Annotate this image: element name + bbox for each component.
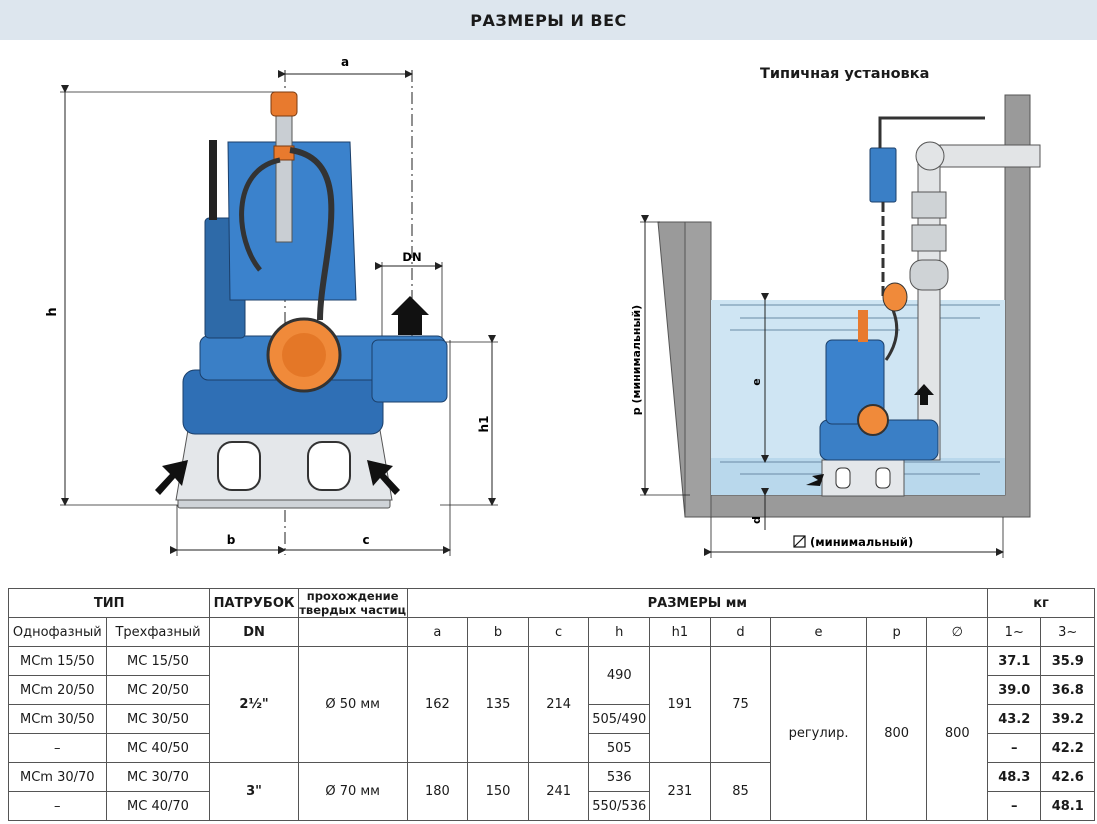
cell-solids: Ø 70 мм: [297, 762, 408, 821]
header-solids: прохождение твердых частиц: [297, 588, 408, 618]
cell-kg1: 48.3: [987, 762, 1042, 792]
cell-kg3: 42.2: [1040, 733, 1095, 763]
cell-h: 505/490: [588, 704, 651, 734]
header-kg3: 3~: [1040, 617, 1095, 647]
header-h1: h1: [649, 617, 711, 647]
installation-title: Типичная установка: [760, 66, 930, 82]
header-d: d: [709, 617, 772, 647]
header-p: p: [865, 617, 928, 647]
dimensions-weight-table: ТИП ПАТРУБОК прохождение твердых частиц …: [7, 588, 1095, 821]
cell-single: MCm 30/70: [8, 762, 107, 792]
cell-three: MC 30/70: [105, 762, 211, 792]
cell-dn: 2½": [209, 646, 299, 763]
cell-a: 162: [406, 646, 469, 763]
header-c: c: [527, 617, 590, 647]
cell-dn: 3": [209, 762, 299, 821]
header-dn: DN: [209, 617, 299, 647]
label-c: c: [362, 533, 369, 547]
header-solids-blank: [297, 617, 408, 647]
cell-c: 241: [527, 762, 590, 821]
header-e: e: [770, 617, 867, 647]
header-port: ПАТРУБОК: [209, 588, 299, 618]
cell-d: 75: [709, 646, 772, 763]
cell-h: 490: [588, 646, 651, 705]
cell-kg3: 48.1: [1040, 791, 1095, 821]
header-three-phase: Трехфазный: [105, 617, 211, 647]
label-d: d: [750, 516, 763, 524]
header-dimensions: РАЗМЕРЫ мм: [406, 588, 989, 618]
label-a: a: [341, 55, 349, 69]
cell-three: MC 40/50: [105, 733, 211, 763]
cell-b: 135: [467, 646, 529, 763]
cell-solids: Ø 50 мм: [297, 646, 408, 763]
section-title: РАЗМЕРЫ И ВЕС: [470, 10, 627, 30]
label-dn: DN: [402, 250, 421, 264]
cell-h: 550/536: [588, 791, 651, 821]
cell-single: –: [8, 733, 107, 763]
cell-single: MCm 20/50: [8, 675, 107, 705]
header-single-phase: Однофазный: [8, 617, 107, 647]
header-type: ТИП: [7, 588, 211, 618]
cell-kg3: 39.2: [1040, 704, 1095, 734]
cell-p: 800: [865, 646, 928, 821]
header-diam: ∅: [926, 617, 989, 647]
cell-kg3: 35.9: [1040, 646, 1095, 676]
pump-illustration: [155, 91, 448, 509]
cell-c: 214: [527, 646, 590, 763]
cell-h: 536: [588, 762, 651, 792]
cell-three: MC 30/50: [105, 704, 211, 734]
cell-b: 150: [467, 762, 529, 821]
label-h: h: [45, 307, 60, 316]
header-kg: кг: [987, 588, 1095, 618]
installation-drawing: p (минимальный) e d (минимальный): [630, 94, 1041, 558]
cell-three: MC 20/50: [105, 675, 211, 705]
cell-e: регулир.: [770, 646, 867, 821]
label-p: p (минимальный): [630, 305, 643, 415]
cell-kg3: 42.6: [1040, 762, 1095, 792]
header-kg1: 1~: [987, 617, 1042, 647]
cell-single: MCm 30/50: [8, 704, 107, 734]
header-h: h: [588, 617, 651, 647]
cell-a: 180: [406, 762, 469, 821]
cell-diam: 800: [926, 646, 989, 821]
header-row-2: Однофазный Трехфазный DN a b c h h1 d e …: [8, 617, 1095, 647]
section-title-banner: РАЗМЕРЫ И ВЕС: [0, 0, 1097, 40]
table-row: MCm 15/50 MC 15/50 2½" Ø 50 мм 162 135 2…: [8, 646, 1095, 821]
label-h1: h1: [477, 416, 491, 433]
cell-single: –: [8, 791, 107, 821]
cell-kg1: –: [987, 791, 1042, 821]
cell-kg3: 36.8: [1040, 675, 1095, 705]
diameter-symbol: [793, 535, 806, 548]
cell-h: 505: [588, 733, 651, 763]
table-row: MCm 30/70 MC 30/70 3" Ø 70 мм 180 150 24…: [8, 762, 1095, 821]
cell-three: MC 40/70: [105, 791, 211, 821]
cell-kg1: 39.0: [987, 675, 1042, 705]
label-b: b: [227, 533, 236, 547]
label-diam: (минимальный): [810, 535, 913, 549]
pump-dimension-drawing: h a DN h1 b c: [45, 55, 498, 556]
cell-kg1: 43.2: [987, 704, 1042, 734]
header-b: b: [467, 617, 529, 647]
cell-h1: 191: [649, 646, 711, 763]
header-row-1: ТИП ПАТРУБОК прохождение твердых частиц …: [7, 588, 1095, 618]
cell-h1: 231: [649, 762, 711, 821]
table-row: MCm 30/50 MC 30/50 505/490 43.2 39.2: [8, 704, 1095, 734]
table-row: – MC 40/70 550/536 – 48.1: [8, 791, 1095, 821]
cell-d: 85: [709, 762, 772, 821]
cell-three: MC 15/50: [105, 646, 211, 676]
cell-single: MCm 15/50: [8, 646, 107, 676]
cell-kg1: 37.1: [987, 646, 1042, 676]
header-a: a: [406, 617, 469, 647]
cell-kg1: –: [987, 733, 1042, 763]
table-row: MCm 20/50 MC 20/50 39.0 36.8: [8, 675, 1095, 705]
label-e: e: [750, 378, 763, 385]
